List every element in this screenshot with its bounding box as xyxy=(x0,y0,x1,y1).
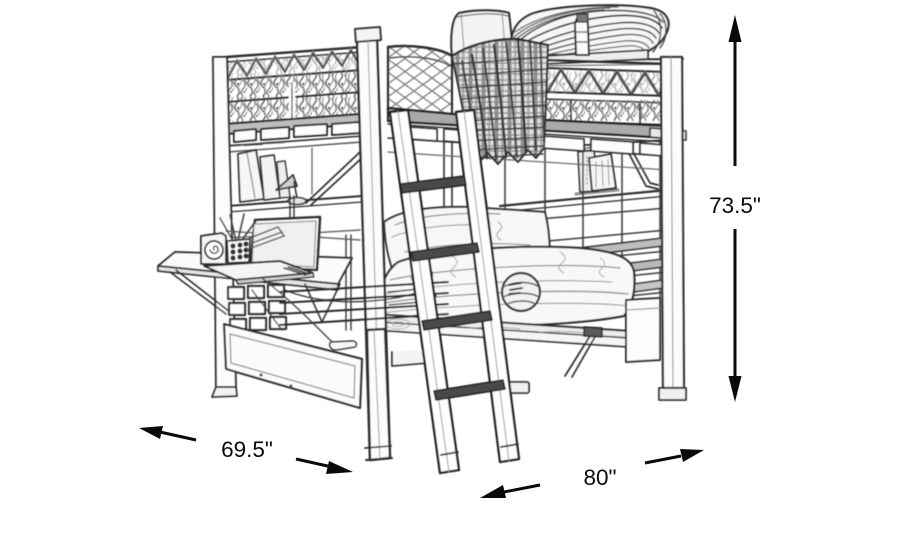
svg-text:73.5": 73.5" xyxy=(709,193,761,218)
svg-text:69.5": 69.5" xyxy=(221,437,273,462)
svg-text:80": 80" xyxy=(583,465,616,490)
